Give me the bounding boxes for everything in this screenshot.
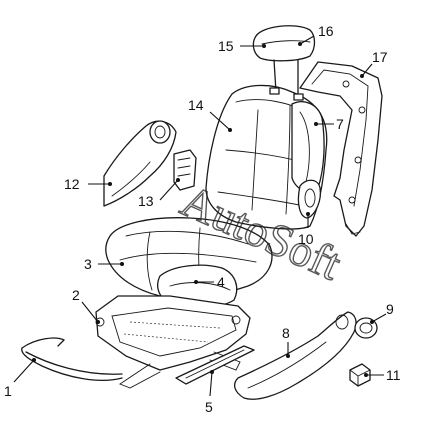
callout-4: 4 [194, 274, 225, 290]
lumbar-knob [297, 179, 322, 219]
callout-13: 13 [138, 178, 180, 209]
callout-label-14: 14 [188, 97, 204, 113]
callout-5: 5 [205, 370, 214, 415]
callout-label-12: 12 [64, 176, 80, 192]
seat-wire-spring [21, 337, 123, 381]
callout-label-17: 17 [372, 49, 388, 65]
back-side-panel [291, 101, 325, 193]
callout-8: 8 [282, 325, 290, 358]
callout-10: 10 [298, 212, 314, 247]
callout-17: 17 [360, 49, 388, 78]
seat-side-trim [233, 311, 357, 400]
callout-label-13: 13 [138, 193, 154, 209]
callout-label-2: 2 [72, 287, 80, 303]
callout-label-16: 16 [318, 23, 334, 39]
callout-label-9: 9 [386, 301, 394, 317]
seat-frame [95, 295, 251, 389]
callout-label-10: 10 [298, 231, 314, 247]
headrest [252, 25, 316, 101]
callout-15: 15 [218, 38, 266, 54]
callout-label-5: 5 [205, 399, 213, 415]
trim-clip [349, 363, 371, 387]
callout-label-1: 1 [4, 383, 12, 399]
callout-11: 11 [364, 367, 401, 383]
callout-label-15: 15 [218, 38, 234, 54]
seat-rail-trim [175, 345, 255, 385]
callout-label-8: 8 [282, 325, 290, 341]
callout-16: 16 [298, 23, 334, 46]
callout-label-3: 3 [84, 256, 92, 272]
seat-side-shield [103, 120, 177, 207]
callout-9: 9 [370, 301, 394, 324]
seat-back-frame [299, 61, 383, 237]
callout-label-7: 7 [336, 116, 344, 132]
callout-14: 14 [188, 97, 232, 132]
callout-2: 2 [72, 287, 100, 324]
callout-3: 3 [84, 256, 124, 272]
callout-7: 7 [314, 116, 344, 132]
callout-label-4: 4 [217, 274, 225, 290]
callout-1: 1 [4, 358, 36, 399]
callout-label-11: 11 [386, 367, 401, 383]
callout-12: 12 [64, 176, 112, 192]
